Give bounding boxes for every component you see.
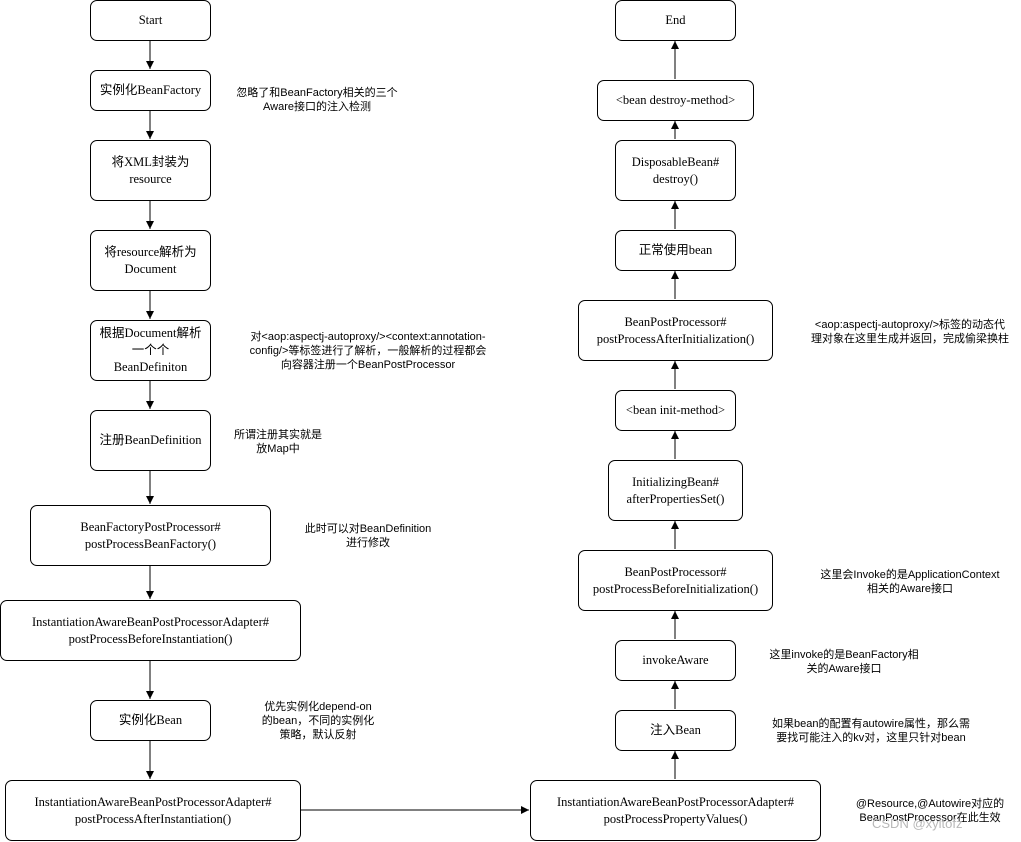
node-parse-document: 根据Document解析 一个个 BeanDefiniton [90,320,211,381]
node-postprocess-beanfactory: BeanFactoryPostProcessor# postProcessBea… [30,505,271,566]
node-invoke-aware: invokeAware [615,640,736,681]
note-parse-document: 对<aop:aspectj-autoproxy/><context:annota… [249,331,487,371]
node-instantiate-bean: 实例化Bean [90,700,211,741]
note-invoke-aware: 这里invoke的是BeanFactory相 关的Aware接口 [769,649,919,675]
node-before-initialization: BeanPostProcessor# postProcessBeforeInit… [578,550,773,611]
node-after-instantiation: InstantiationAwareBeanPostProcessorAdapt… [5,780,301,841]
note-instantiate-bean: 优先实例化depend-on 的bean，不同的实例化 策略，默认反射 [261,701,375,741]
node-after-properties-set: InitializingBean# afterPropertiesSet() [608,460,743,521]
node-destroy-method: <bean destroy-method> [597,80,754,121]
note-register: 所谓注册其实就是 放Map中 [234,429,322,455]
note-before-initialization: 这里会Invoke的是ApplicationContext 相关的Aware接口 [820,569,1000,595]
node-disposable-destroy: DisposableBean# destroy() [615,140,736,201]
node-after-initialization: BeanPostProcessor# postProcessAfterIniti… [578,300,773,361]
node-wrap-xml: 将XML封装为 resource [90,140,211,201]
node-use-bean: 正常使用bean [615,230,736,271]
node-inject-bean: 注入Bean [615,710,736,751]
note-property-values: @Resource,@Autowire对应的 BeanPostProcessor… [855,798,1005,824]
node-parse-resource: 将resource解析为 Document [90,230,211,291]
node-end: End [615,0,736,41]
node-before-instantiation: InstantiationAwareBeanPostProcessorAdapt… [0,600,301,661]
node-property-values: InstantiationAwareBeanPostProcessorAdapt… [530,780,821,841]
note-inject-bean: 如果bean的配置有autowire属性，那么需 要找可能注入的kv对，这里只针… [771,718,971,744]
note-postprocess-beanfactory: 此时可以对BeanDefinition 进行修改 [304,523,432,549]
watermark: CSDN @xyltofz [872,816,963,831]
note-after-initialization: <aop:aspectj-autoproxy/>标签的动态代 理对象在这里生成并… [811,319,1009,345]
node-instantiate-beanfactory: 实例化BeanFactory [90,70,211,111]
note-beanfactory-aware: 忽略了和BeanFactory相关的三个 Aware接口的注入检测 [236,87,398,113]
node-register-beandefinition: 注册BeanDefinition [90,410,211,471]
node-init-method: <bean init-method> [615,390,736,431]
node-start: Start [90,0,211,41]
